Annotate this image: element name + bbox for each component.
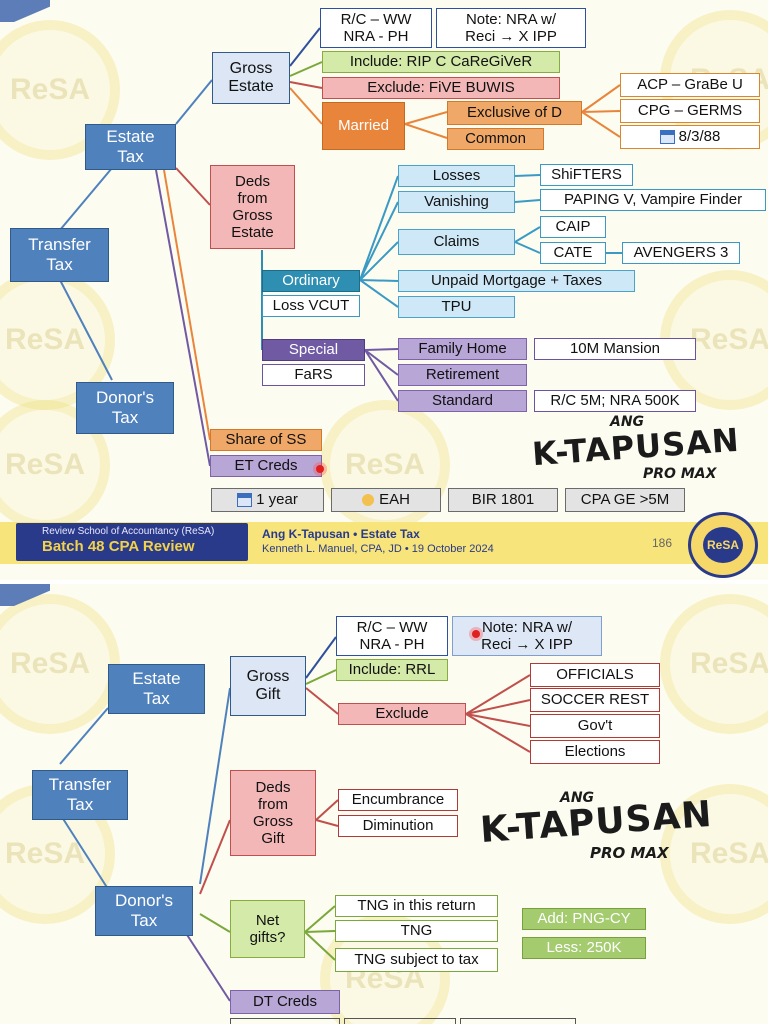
unpaid-mortgage-box: Unpaid Mortgage + Taxes [398, 270, 635, 292]
transfer-tax-node: Transfer Tax [32, 770, 128, 820]
exclusive-of-d-box: Exclusive of D [447, 101, 582, 125]
donors-tax-node: Donor's Tax [76, 382, 174, 434]
one-year-box: 1 year [211, 488, 324, 512]
slide-estate-tax: ReSA ReSA ReSA ReSA ReSA ReSA Estate Tax… [0, 0, 768, 580]
pointer-dot [472, 630, 480, 638]
exclude-node: Exclude [338, 703, 466, 725]
gross-gift-node: Gross Gift [230, 656, 306, 716]
elections-box: Elections [530, 740, 660, 764]
rc-ww-box: R/C – WW NRA - PH [320, 8, 432, 48]
slide-donors-tax: ReSA ReSA ReSA ReSA ReSA Estate Tax Tran… [0, 584, 768, 1024]
deds-from-gross-estate-node: Deds from Gross Estate [210, 165, 295, 249]
donors-tax-node: Donor's Tax [95, 886, 193, 936]
face-icon [362, 494, 375, 506]
eah-box: EAH [331, 488, 441, 512]
watermark-seal: ReSA [660, 594, 768, 734]
partial-box [344, 1018, 456, 1024]
avengers-box: AVENGERS 3 [622, 242, 740, 264]
rc-5m-box: R/C 5M; NRA 500K [534, 390, 696, 412]
page-number: 186 [652, 536, 673, 550]
tng-box: TNG [335, 920, 498, 942]
gross-estate-node: Gross Estate [212, 52, 290, 104]
soccer-rest-box: SOCCER REST [530, 688, 660, 712]
partial-box [230, 1018, 340, 1024]
exclude-box: Exclude: FiVE BUWIS [322, 77, 560, 99]
shifters-box: ShiFTERS [540, 164, 633, 186]
net-gifts-node: Net gifts? [230, 900, 305, 958]
footer-batch: Batch 48 CPA Review [42, 538, 195, 555]
less-250k-box: Less: 250K [522, 937, 646, 959]
footer-course-banner [16, 523, 248, 561]
caip-box: CAIP [540, 216, 606, 238]
et-creds-box: ET Creds [210, 455, 322, 477]
ordinary-node: Ordinary [262, 270, 360, 292]
footer-title: Ang K-Tapusan • Estate Tax [262, 527, 420, 541]
diminution-box: Diminution [338, 815, 458, 837]
date-box: 8/3/88 [620, 125, 760, 149]
deds-from-gross-gift-node: Deds from Gross Gift [230, 770, 316, 856]
watermark-seal: ReSA [0, 20, 120, 160]
married-node: Married [322, 102, 405, 150]
estate-tax-node: Estate Tax [85, 124, 176, 170]
connector-lines [59, 27, 622, 467]
add-png-box: Add: PNG-CY [522, 908, 646, 930]
watermark-seal: ReSA [660, 784, 768, 924]
mansion-box: 10M Mansion [534, 338, 696, 360]
vanishing-box: Vanishing [398, 191, 515, 213]
calendar-icon [659, 130, 675, 144]
footer-author: Kenneth L. Manuel, CPA, JD • 19 October … [262, 543, 494, 555]
special-node: Special [262, 339, 365, 361]
share-of-ss-box: Share of SS [210, 429, 322, 451]
loss-vcut-box: Loss VCUT [262, 295, 360, 317]
losses-box: Losses [398, 165, 515, 187]
claims-box: Claims [398, 229, 515, 255]
fars-box: FaRS [262, 364, 365, 386]
family-home-box: Family Home [398, 338, 527, 360]
common-box: Common [447, 128, 544, 150]
pointer-dot [316, 465, 324, 473]
cpa-ge-box: CPA GE >5M [565, 488, 685, 512]
paping-box: PAPING V, Vampire Finder [540, 189, 766, 211]
include-rrl-box: Include: RRL [336, 659, 448, 681]
acp-box: ACP – GraBe U [620, 73, 760, 97]
connector-lines [59, 636, 531, 1002]
standard-box: Standard [398, 390, 527, 412]
resa-logo-seal: ReSA [688, 512, 758, 578]
dt-creds-box: DT Creds [230, 990, 340, 1014]
tng-subject-box: TNG subject to tax [335, 948, 498, 972]
encumbrance-box: Encumbrance [338, 789, 458, 811]
transfer-tax-node: Transfer Tax [10, 228, 109, 282]
retirement-box: Retirement [398, 364, 527, 386]
bir-1801-box: BIR 1801 [448, 488, 558, 512]
footer-school: Review School of Accountancy (ReSA) [42, 526, 215, 537]
watermark-seal: ReSA [0, 594, 120, 734]
tpu-box: TPU [398, 296, 515, 318]
tng-in-return-box: TNG in this return [335, 895, 498, 917]
slide-separator [0, 580, 768, 584]
calendar-icon [237, 493, 253, 507]
rc-ww-box: R/C – WW NRA - PH [336, 616, 448, 656]
partial-box [460, 1018, 576, 1024]
estate-tax-node: Estate Tax [108, 664, 205, 714]
include-box: Include: RIP C CaReGiVeR [322, 51, 560, 73]
cate-box: CATE [540, 242, 606, 264]
cpg-box: CPG – GERMS [620, 99, 760, 123]
govt-box: Gov't [530, 714, 660, 738]
note-nra-box: Note: NRA w/ Reci → X IPP [436, 8, 586, 48]
officials-box: OFFICIALS [530, 663, 660, 687]
